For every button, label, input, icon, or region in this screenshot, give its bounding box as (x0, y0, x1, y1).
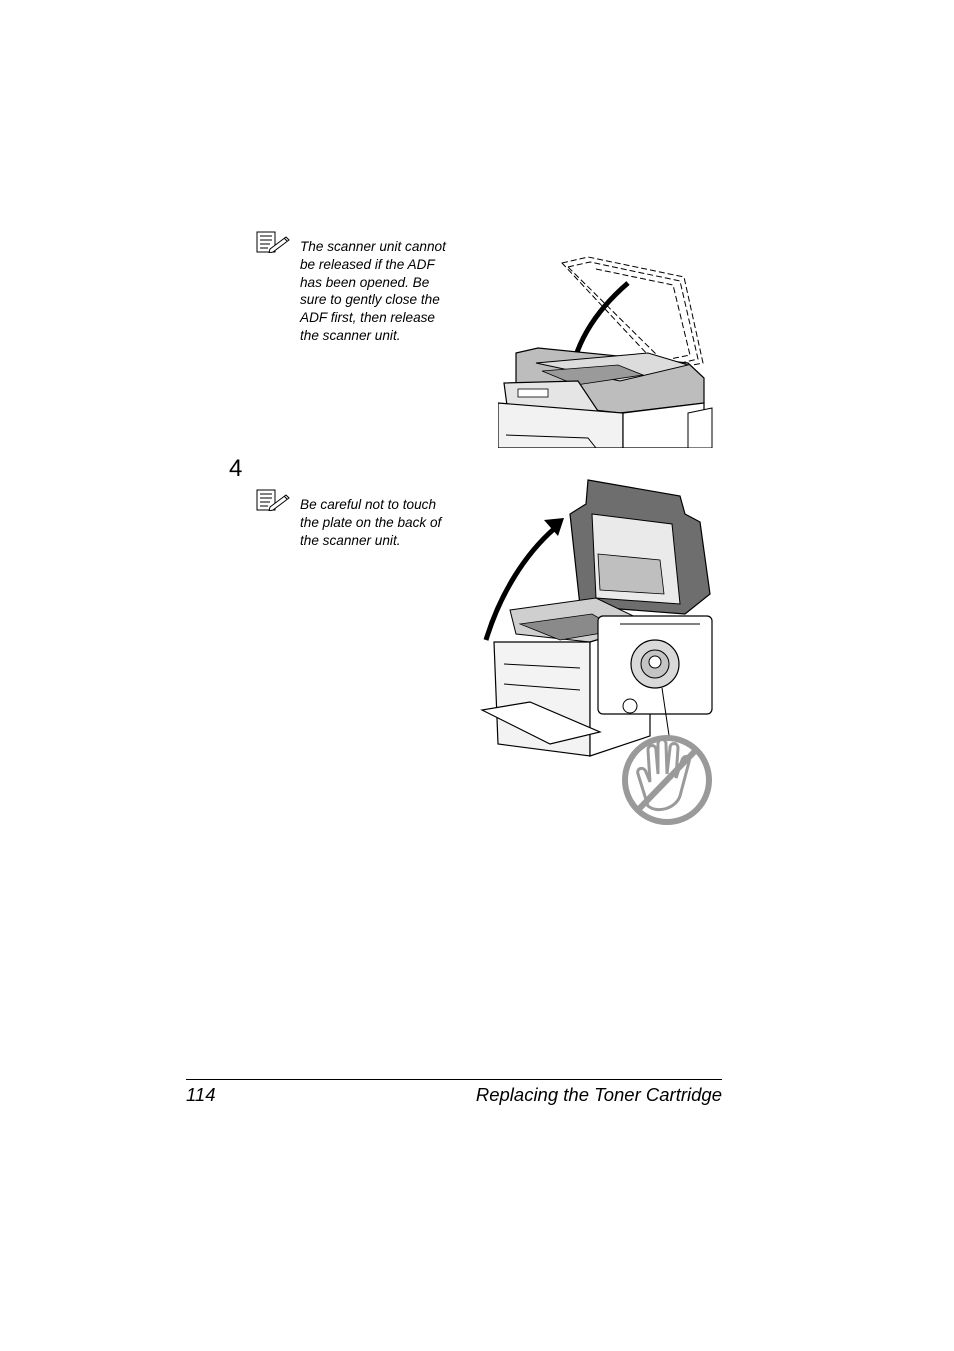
no-touch-hand-icon (622, 735, 712, 825)
step-number: 4 (229, 455, 243, 482)
note-text-adf: The scanner unit cannot be released if t… (300, 239, 446, 343)
note-text-plate: Be careful not to touch the plate on the… (300, 497, 442, 548)
footer-section-title: Replacing the Toner Cartridge (475, 1084, 722, 1105)
footer-rule (186, 1079, 722, 1080)
note-pencil-icon (256, 489, 290, 511)
note-pencil-icon (256, 231, 290, 253)
printer-raise-scanner-illustration (480, 479, 713, 825)
printer-close-adf-illustration (498, 256, 713, 448)
footer-page-number: 114 (186, 1084, 216, 1105)
